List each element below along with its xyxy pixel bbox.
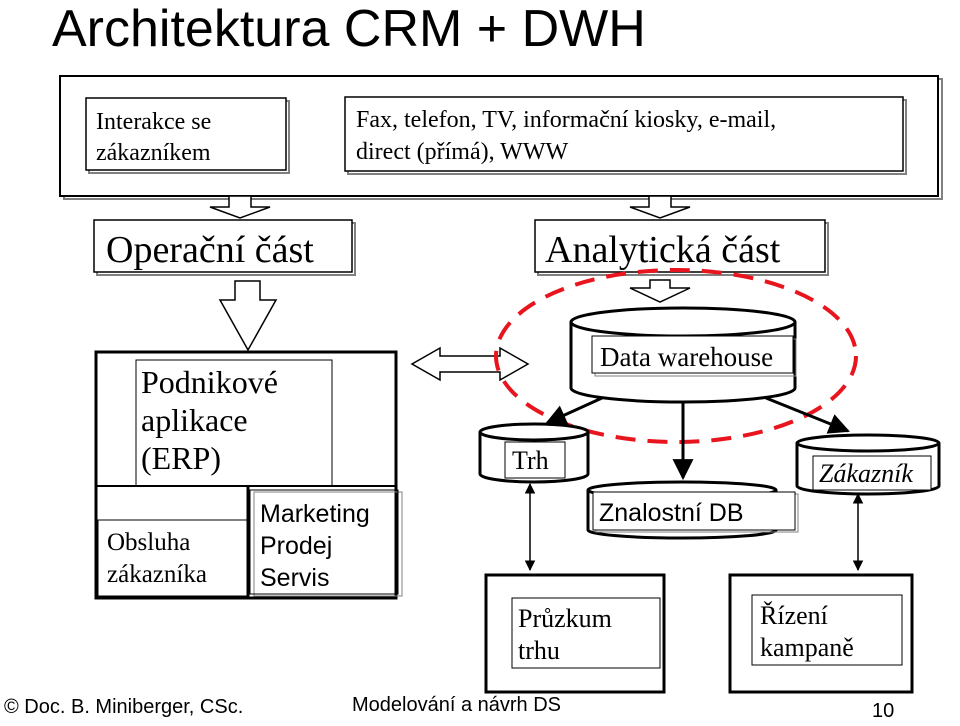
channels-line: Fax, telefon, TV, informační kiosky, e-m… [356, 107, 776, 133]
hollow-arrow-down [218, 280, 278, 352]
interaction-label-line: zákazníkem [96, 140, 211, 166]
erp-block: Podnikové aplikace (ERP) Obsluha zákazní… [94, 350, 403, 600]
hollow-arrow-down [629, 279, 691, 303]
slide-title: Architektura CRM + DWH [52, 0, 646, 58]
market-research-line: Průzkum [518, 604, 612, 633]
customer-service-line: Obsluha [107, 529, 190, 556]
market-research-line: trhu [518, 636, 560, 665]
erp-label-line: (ERP) [141, 440, 221, 476]
dwh-highlight-ellipse [494, 268, 858, 444]
market-db: Trh [478, 422, 590, 484]
msp-line: Servis [260, 564, 329, 592]
msp-line: Prodej [260, 532, 332, 560]
arrow-dwh-to-market [545, 396, 603, 425]
campaign-line: kampaně [760, 633, 854, 662]
channels-line: direct (přímá), WWW [356, 139, 568, 165]
hollow-arrow-down [629, 195, 691, 219]
erp-label-line: Podnikové [141, 364, 278, 400]
marketing-sales-service-box: Marketing Prodej Servis [249, 489, 403, 597]
analytical-box: Analytická část [534, 219, 829, 276]
customer-db: Zákazník [795, 433, 941, 496]
arrow-dwh-to-customer [765, 396, 850, 434]
customer-service-box: Obsluha zákazníka [97, 519, 249, 597]
knowledge-db: Znalostní DB [586, 480, 799, 540]
market-research-box: Průzkum trhu [484, 573, 666, 694]
campaign-management-box: Řízení kampaně [728, 573, 914, 694]
data-warehouse-db: Data warehouse [569, 306, 797, 404]
dwh-label: Data warehouse [600, 342, 773, 372]
footer-course: Modelování a návrh DS [352, 694, 562, 716]
interaction-layer: Interakce se zákazníkem Fax, telefon, TV… [59, 75, 943, 200]
bidirectional-hollow-arrow [410, 346, 530, 382]
interaction-label-box: Interakce se zákazníkem [85, 97, 290, 174]
footer-page-number: 10 [872, 700, 895, 722]
operational-label: Operační část [106, 229, 314, 271]
interaction-label-line: Interakce se [96, 109, 211, 135]
hollow-arrow-down [209, 195, 271, 219]
operational-box: Operační část [93, 219, 356, 276]
campaign-line: Řízení [760, 601, 828, 630]
customer-db-label: Zákazník [819, 459, 913, 488]
knowledge-db-label: Znalostní DB [599, 499, 744, 527]
erp-label-line: aplikace [141, 402, 248, 438]
customer-service-line: zákazníka [107, 561, 207, 588]
msp-line: Marketing [260, 500, 370, 528]
market-db-label: Trh [512, 446, 549, 475]
analytical-label: Analytická část [545, 229, 781, 271]
channels-box: Fax, telefon, TV, informační kiosky, e-m… [344, 96, 907, 175]
footer-author: © Doc. B. Miniberger, CSc. [4, 696, 244, 718]
